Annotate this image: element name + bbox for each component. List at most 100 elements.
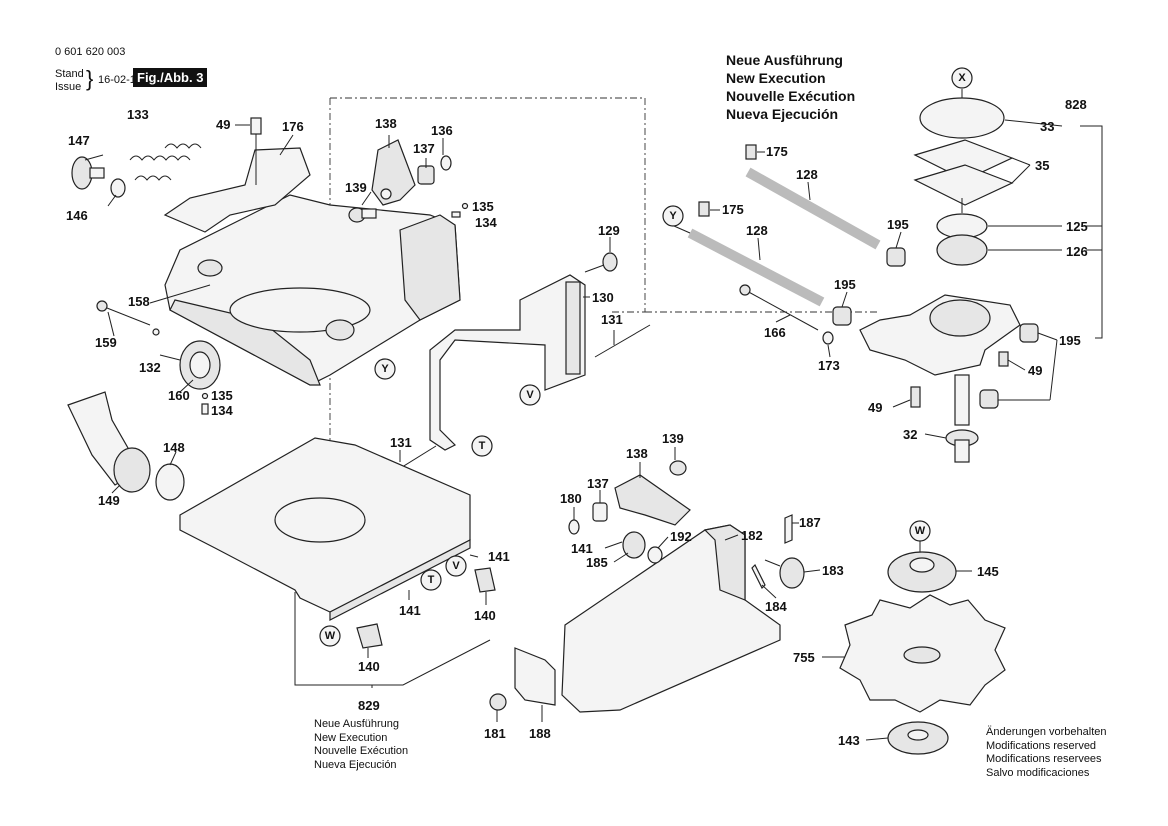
knob-147 bbox=[71, 156, 93, 190]
modifications-note-line: Änderungen vorbehalten bbox=[986, 726, 1107, 738]
angle-fence-182 bbox=[561, 524, 781, 713]
label-134-lower: 134 bbox=[211, 403, 233, 418]
screw-49-right-b bbox=[910, 386, 921, 408]
label-195-mid: 195 bbox=[834, 277, 856, 292]
washer-192 bbox=[647, 546, 663, 564]
part-187 bbox=[784, 514, 793, 544]
label-131-lower: 131 bbox=[390, 435, 412, 450]
label-183: 183 bbox=[822, 563, 844, 578]
modifications-note-line: Salvo modificaciones bbox=[986, 766, 1090, 779]
label-130: 130 bbox=[592, 290, 614, 305]
part-184 bbox=[751, 563, 766, 590]
execution-note-line: Neue Ausführung bbox=[726, 52, 843, 68]
label-184: 184 bbox=[765, 599, 787, 614]
brace-icon: } bbox=[86, 66, 94, 91]
screw-139-shaft bbox=[361, 208, 377, 219]
screw-49-right-a bbox=[998, 351, 1009, 367]
bracket-829 bbox=[294, 592, 491, 686]
label-134: 134 bbox=[475, 215, 497, 230]
lever-138-right bbox=[614, 474, 691, 526]
label-135: 135 bbox=[472, 199, 494, 214]
knob-160-face bbox=[189, 351, 211, 379]
base-plate-edge bbox=[329, 539, 471, 621]
part-135-upper bbox=[461, 202, 469, 210]
bracket-828 bbox=[1080, 125, 1103, 339]
figure-badge: Fig./Abb. 3 bbox=[133, 68, 208, 87]
label-181: 181 bbox=[484, 726, 506, 741]
screw-166 bbox=[744, 289, 819, 331]
label-139-right: 139 bbox=[662, 431, 684, 446]
rod-131-upper bbox=[594, 324, 651, 358]
label-829: 829 bbox=[358, 698, 380, 713]
label-185: 185 bbox=[586, 555, 608, 570]
label-33: 33 bbox=[1040, 119, 1054, 134]
label-148: 148 bbox=[163, 440, 185, 455]
label-126: 126 bbox=[1066, 244, 1088, 259]
label-195-right: 195 bbox=[1059, 333, 1081, 348]
label-175: 175 bbox=[766, 144, 788, 159]
screw-175-upper bbox=[745, 144, 757, 160]
label-182: 182 bbox=[741, 528, 763, 543]
gear-housing-bore bbox=[929, 299, 991, 337]
execution-note-line: New Execution bbox=[726, 70, 826, 86]
label-128: 128 bbox=[796, 167, 818, 182]
ref-marker-w: W bbox=[325, 630, 336, 642]
label-132: 132 bbox=[139, 360, 161, 375]
part-140-left bbox=[356, 623, 383, 649]
ref-marker-v: V bbox=[526, 389, 534, 401]
flange-145-hole bbox=[909, 557, 935, 573]
execution-note-line: Nueva Ejecución bbox=[726, 106, 839, 122]
washer-136 bbox=[440, 155, 452, 171]
issue-date: 16-02-12 bbox=[98, 74, 143, 86]
label-136: 136 bbox=[431, 123, 453, 138]
label-129: 129 bbox=[598, 223, 620, 238]
part-140-right bbox=[474, 567, 496, 593]
ref-marker-t: T bbox=[479, 440, 486, 452]
label-166: 166 bbox=[764, 325, 786, 340]
screw-159-head bbox=[96, 300, 108, 312]
angle-fence-side bbox=[703, 524, 746, 601]
issue-label: Issue bbox=[55, 81, 82, 93]
screw-181 bbox=[489, 693, 507, 711]
label-137-right: 137 bbox=[587, 476, 609, 491]
label-175-lower: 175 bbox=[722, 202, 744, 217]
modifications-note: Änderungen vorbehalten Modifications res… bbox=[986, 726, 1106, 780]
label-135-lower: 135 bbox=[211, 388, 233, 403]
bushing-195-c bbox=[1019, 323, 1039, 343]
fence-scale bbox=[565, 281, 581, 375]
label-128-lower: 128 bbox=[746, 223, 768, 238]
label-137: 137 bbox=[413, 141, 435, 156]
lever-pivot bbox=[380, 188, 392, 200]
label-138: 138 bbox=[375, 116, 397, 131]
label-133: 133 bbox=[127, 107, 149, 122]
label-195: 195 bbox=[887, 217, 909, 232]
label-187: 187 bbox=[799, 515, 821, 530]
dust-nozzle-end bbox=[113, 447, 151, 493]
bushing-137 bbox=[417, 165, 435, 185]
assembly-frame-line bbox=[330, 97, 646, 313]
execution-note-829-line: New Execution bbox=[314, 731, 388, 744]
label-49-lower: 49 bbox=[868, 400, 882, 415]
screw-166-head bbox=[739, 284, 751, 296]
label-188: 188 bbox=[529, 726, 551, 741]
ref-marker-t: T bbox=[428, 574, 435, 586]
label-143: 143 bbox=[838, 733, 860, 748]
label-141-lower: 141 bbox=[399, 603, 421, 618]
knob-147-shaft bbox=[89, 167, 105, 179]
execution-note-829-line: Nouvelle Exécution bbox=[314, 745, 409, 757]
screw-139-right bbox=[669, 460, 687, 476]
part-135 bbox=[201, 392, 209, 400]
gasket-35-lower bbox=[913, 164, 1014, 206]
lever-138 bbox=[371, 139, 416, 206]
label-131: 131 bbox=[601, 312, 623, 327]
bushing-137-right bbox=[592, 502, 608, 522]
label-49-right: 49 bbox=[1028, 363, 1042, 378]
label-146: 146 bbox=[66, 208, 88, 223]
ref-marker-y: Y bbox=[669, 210, 677, 222]
knob-183-shaft bbox=[764, 559, 781, 567]
base-housing bbox=[164, 194, 461, 386]
ref-marker-y: Y bbox=[381, 363, 389, 375]
part-134-upper bbox=[451, 211, 461, 218]
execution-note-829-line: Neue Ausführung bbox=[314, 718, 400, 730]
